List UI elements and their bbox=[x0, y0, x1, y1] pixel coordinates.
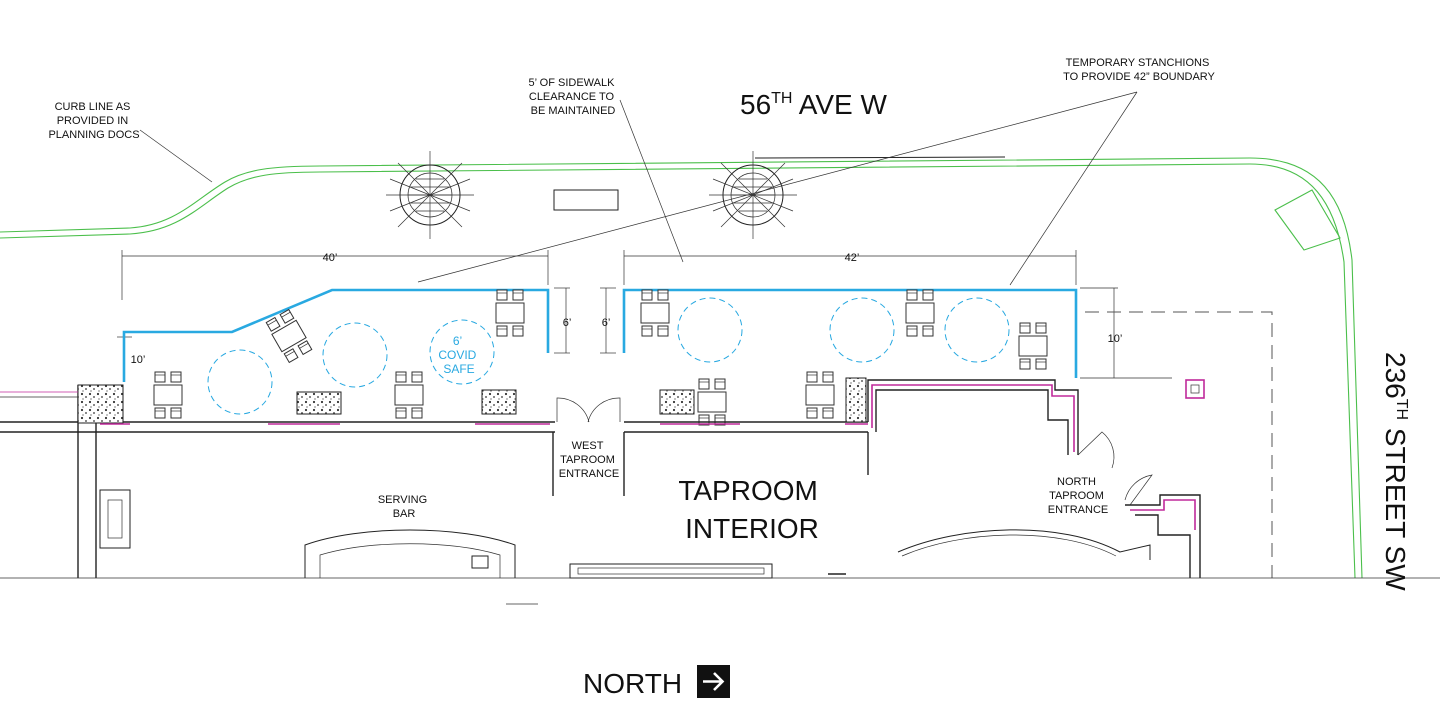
street-tree bbox=[385, 150, 475, 240]
booth-seating bbox=[897, 529, 1151, 560]
dimension-west-gap: 6’ bbox=[563, 317, 572, 329]
outdoor-tables bbox=[154, 290, 1047, 425]
column bbox=[1185, 379, 1205, 399]
north-entrance-door bbox=[1077, 431, 1153, 506]
dimension-east-depth: 10’ bbox=[1108, 333, 1123, 345]
leader-stanchions-east bbox=[1009, 91, 1138, 286]
leader-sidewalk bbox=[619, 99, 684, 263]
curb-line bbox=[0, 157, 1363, 579]
west-seating-boundary bbox=[122, 288, 550, 382]
sidewalk-bench bbox=[553, 189, 619, 211]
north-entrance-label: NORTH TAPROOM ENTRANCE bbox=[1048, 476, 1109, 516]
east-seating-boundary bbox=[622, 288, 1078, 378]
planters bbox=[296, 377, 867, 423]
north-indicator: NORTH bbox=[583, 665, 730, 699]
north-label: NORTH bbox=[583, 668, 682, 699]
taproom-interior-label: TAPROOM INTERIOR bbox=[678, 475, 825, 544]
dimension-west-length: 40’ bbox=[323, 252, 338, 264]
leader-curb bbox=[139, 129, 213, 183]
covid-safe-label: 6’ COVID SAFE bbox=[438, 334, 479, 376]
west-entrance-label: WEST TAPROOM ENTRANCE bbox=[559, 440, 620, 480]
sidewalk-clearance-note: 5’ OF SIDEWALK CLEARANCE TO BE MAINTAINE… bbox=[528, 77, 617, 117]
covid-safe-circles bbox=[207, 297, 1010, 415]
east-street-label: 236TH STREET SW bbox=[1380, 352, 1411, 591]
stanchions-note: TEMPORARY STANCHIONS TO PROVIDE 42” BOUN… bbox=[1063, 57, 1215, 83]
street-tree bbox=[708, 150, 798, 240]
north-street-label: 56TH AVE W bbox=[740, 89, 887, 120]
curb-line-note: CURB LINE AS PROVIDED IN PLANNING DOCS bbox=[48, 101, 139, 141]
arrow-right-icon bbox=[697, 665, 730, 698]
leader-stanchions-west bbox=[417, 91, 1138, 283]
serving-bar bbox=[304, 529, 516, 578]
dimension-west-depth: 10’ bbox=[131, 354, 146, 366]
dimension-east-length: 42’ bbox=[845, 252, 860, 264]
serving-bar-label: SERVING BAR bbox=[378, 494, 430, 520]
dimension-east-gap: 6’ bbox=[602, 317, 611, 329]
counter bbox=[569, 563, 773, 579]
west-entrance-doors bbox=[556, 397, 621, 423]
building-walls bbox=[0, 379, 1201, 578]
property-line bbox=[1085, 311, 1273, 578]
